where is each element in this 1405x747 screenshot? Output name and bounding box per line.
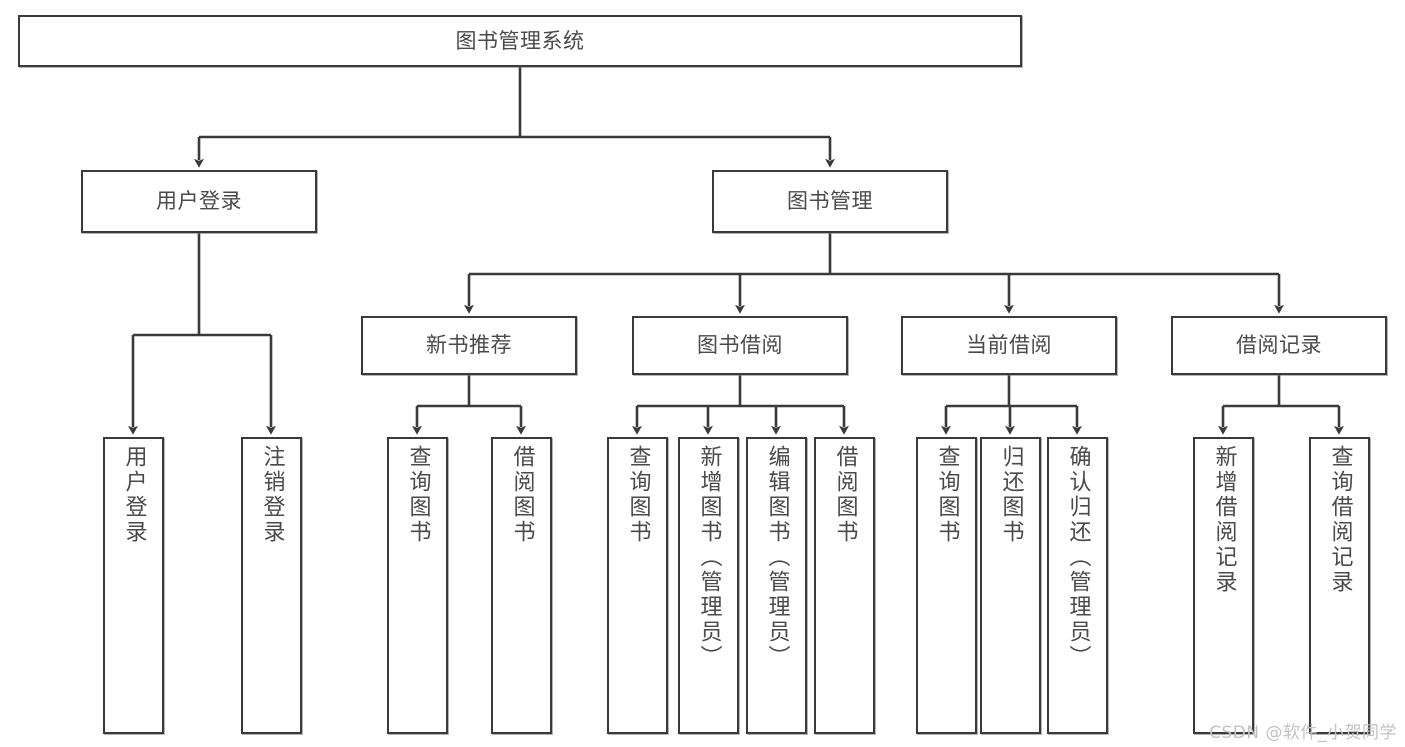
node-label: 新增借阅记录: [1211, 445, 1237, 595]
node-label: 新增图书（管理员）: [696, 445, 722, 670]
leaf-user-login-signin[interactable]: 用户登录: [103, 437, 164, 734]
node-label: 查询图书: [934, 445, 960, 545]
node-label: 用户登录: [121, 445, 147, 545]
leaf-new-book-query[interactable]: 查询图书: [387, 437, 448, 734]
leaf-record-add[interactable]: 新增借阅记录: [1193, 437, 1254, 734]
leaf-borrow-add-book[interactable]: 新增图书（管理员）: [678, 437, 739, 734]
node-book-management[interactable]: 图书管理: [712, 170, 948, 233]
node-borrow-record[interactable]: 借阅记录: [1171, 316, 1387, 375]
node-user-login[interactable]: 用户登录: [81, 170, 317, 233]
node-new-book-recommend[interactable]: 新书推荐: [361, 316, 577, 375]
node-current-borrow[interactable]: 当前借阅: [901, 316, 1117, 375]
leaf-borrow-borrow-book[interactable]: 借阅图书: [814, 437, 875, 734]
node-root-system[interactable]: 图书管理系统: [18, 15, 1022, 67]
node-label: 编辑图书（管理员）: [764, 445, 790, 670]
leaf-current-return-book[interactable]: 归还图书: [980, 437, 1041, 734]
node-label: 图书管理: [787, 189, 873, 214]
node-label: 借阅图书: [509, 445, 535, 545]
node-label: 图书借阅: [697, 333, 783, 358]
node-label: 借阅记录: [1236, 333, 1322, 358]
node-label: 查询图书: [405, 445, 431, 545]
node-label: 归还图书: [998, 445, 1024, 545]
node-label: 借阅图书: [832, 445, 858, 545]
leaf-borrow-query-book[interactable]: 查询图书: [607, 437, 668, 734]
node-label: 确认归还（管理员）: [1065, 445, 1091, 670]
leaf-new-book-borrow[interactable]: 借阅图书: [491, 437, 552, 734]
leaf-borrow-edit-book[interactable]: 编辑图书（管理员）: [746, 437, 807, 734]
leaf-user-login-signout[interactable]: 注销登录: [241, 437, 302, 734]
node-label: 注销登录: [259, 445, 285, 545]
leaf-record-query[interactable]: 查询借阅记录: [1309, 437, 1370, 734]
node-label: 查询图书: [625, 445, 651, 545]
node-label: 用户登录: [156, 189, 242, 214]
node-label: 当前借阅: [966, 333, 1052, 358]
node-book-borrow[interactable]: 图书借阅: [632, 316, 848, 375]
watermark-text: CSDN @软件_小贺同学: [1209, 723, 1397, 743]
node-label: 新书推荐: [426, 333, 512, 358]
node-label: 图书管理系统: [455, 28, 585, 53]
leaf-current-query-book[interactable]: 查询图书: [916, 437, 977, 734]
leaf-current-confirm-return[interactable]: 确认归还（管理员）: [1047, 437, 1108, 734]
node-label: 查询借阅记录: [1327, 445, 1353, 595]
